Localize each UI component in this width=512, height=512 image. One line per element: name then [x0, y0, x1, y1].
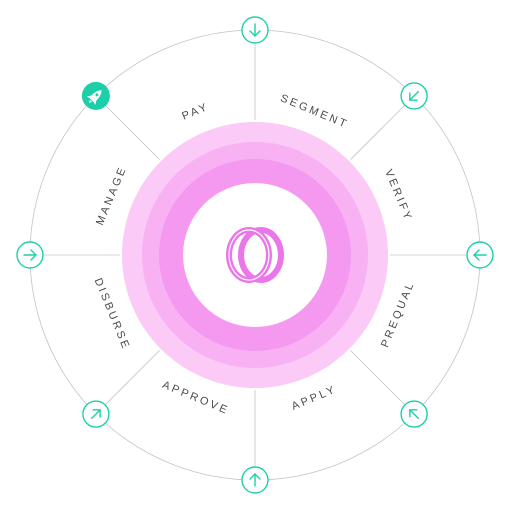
arrow-up-icon[interactable]: [16, 241, 44, 269]
spoke-line: [100, 350, 160, 410]
center-ring-4: [183, 183, 327, 327]
step-verify-label: VERIFY: [382, 168, 414, 224]
step-segment-label: SEGMENT: [279, 92, 351, 131]
logo-loop-highlight: [228, 229, 270, 281]
arrow-down-left-icon[interactable]: [400, 400, 428, 428]
arrow-down-right-icon[interactable]: [400, 82, 428, 110]
step-approve-label: APPROVE: [160, 379, 231, 417]
arrow-up-left-icon[interactable]: [82, 400, 110, 428]
spoke-line: [350, 100, 410, 160]
step-manage-label: MANAGE: [94, 164, 129, 227]
rocket-icon[interactable]: [81, 81, 110, 110]
step-nodes: [16, 16, 494, 494]
logo-icon: [226, 227, 284, 283]
step-prequal-label: PREQUAL: [379, 279, 417, 349]
arrow-left-icon[interactable]: [241, 466, 269, 494]
center-rings: [122, 122, 388, 388]
logo-loop-right: [238, 227, 284, 283]
step-pay-label: PAY: [180, 101, 211, 123]
step-disburse-label: DISBURSE: [92, 276, 133, 352]
arrow-down-icon[interactable]: [466, 241, 494, 269]
step-apply-label: APPLY: [290, 383, 339, 412]
spoke-line: [100, 100, 160, 160]
arrow-right-icon[interactable]: [241, 16, 269, 44]
spoke-line: [350, 350, 410, 410]
